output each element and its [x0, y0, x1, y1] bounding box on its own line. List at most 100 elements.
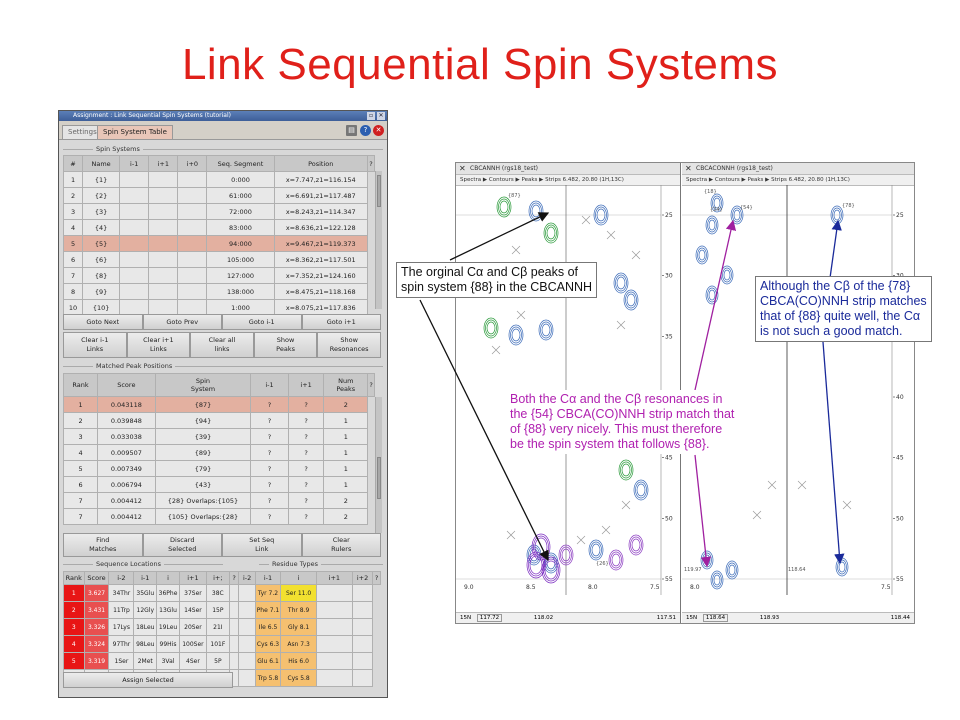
seq-col-header[interactable]: i+; — [205, 571, 230, 585]
table-cell — [177, 251, 208, 268]
y-tick-label: 55 — [665, 576, 673, 583]
seq-col-header[interactable]: i+2 — [351, 571, 374, 585]
match-col-header[interactable]: ? — [367, 373, 375, 397]
match-button[interactable]: Find Matches — [63, 533, 143, 557]
seq-col-header[interactable]: Rank — [63, 571, 85, 585]
spin-col-header[interactable]: i+0 — [177, 155, 208, 172]
contour-peak — [710, 193, 724, 213]
table-cell: 2 — [323, 396, 369, 413]
seq-col-header[interactable]: i+1 — [315, 571, 353, 585]
tab-spin-system-table[interactable]: Spin System Table — [97, 125, 173, 139]
spin-col-header[interactable]: Name — [82, 155, 121, 172]
match-table-scrollbar[interactable] — [375, 397, 382, 533]
match-button[interactable]: Discard Selected — [142, 533, 222, 557]
spin-col-header[interactable]: ? — [366, 155, 376, 172]
match-col-header[interactable]: Rank — [62, 373, 99, 397]
match-col-header[interactable]: Num Peaks — [323, 373, 369, 397]
close-icon[interactable]: ✕ — [685, 164, 692, 173]
table-cell: ? — [250, 444, 289, 461]
table-cell: 6 — [62, 476, 99, 493]
match-button[interactable]: Clear Rulers — [301, 533, 381, 557]
table-cell: {39} — [154, 428, 252, 445]
table-cell: 18Leu — [133, 618, 158, 636]
nav-button[interactable]: Goto i-1 — [222, 314, 302, 330]
nav-button[interactable]: Goto Next — [63, 314, 143, 330]
action-button[interactable]: Clear all links — [190, 332, 254, 358]
table-cell — [119, 187, 150, 204]
table-cell: 34Thr — [108, 584, 135, 602]
table-cell — [228, 635, 240, 653]
match-col-header[interactable]: Spin System — [154, 373, 252, 397]
seq-col-header[interactable]: i-2 — [238, 571, 256, 585]
seq-col-header[interactable]: i — [280, 571, 317, 585]
table-cell: 1 — [63, 584, 85, 602]
match-col-header[interactable]: Score — [97, 373, 156, 397]
minimize-icon[interactable]: ▫ — [367, 112, 375, 120]
spin-table-scrollbar[interactable] — [375, 171, 382, 309]
contour-peak — [543, 552, 559, 574]
cbcaconnh-menubar[interactable]: Spectra ▶ Contours ▶ Peaks ▶ Strips 6.48… — [682, 175, 914, 186]
cbcannh-menubar[interactable]: Spectra ▶ Contours ▶ Peaks ▶ Strips 6.48… — [456, 175, 680, 186]
seq-col-header[interactable]: i-2 — [108, 571, 135, 585]
close-icon[interactable]: ✕ — [459, 164, 466, 173]
seq-col-header[interactable]: i-1 — [254, 571, 282, 585]
action-button[interactable]: Show Resonances — [317, 332, 381, 358]
table-cell: {43} — [154, 476, 252, 493]
contour-peak — [558, 544, 574, 566]
button-label: Clear all links — [208, 336, 236, 353]
action-button[interactable]: Clear i+1 Links — [126, 332, 191, 358]
spin-col-header[interactable]: # — [62, 155, 84, 172]
table-cell: 8 — [62, 283, 84, 300]
action-button[interactable]: Clear i-1 Links — [63, 332, 127, 358]
table-cell: 3.627 — [83, 584, 110, 602]
contour-peak — [508, 324, 524, 346]
table-cell: 0.039848 — [97, 412, 156, 429]
match-col-header[interactable]: i-1 — [250, 373, 289, 397]
action-button[interactable]: Show Peaks — [253, 332, 318, 358]
match-col-header[interactable]: i+1 — [287, 373, 325, 397]
seq-col-header[interactable]: i — [156, 571, 180, 585]
help-icon[interactable]: ? — [360, 125, 371, 136]
spin-col-header[interactable]: Seq. Segment — [206, 155, 275, 172]
close-icon[interactable]: ✕ — [377, 112, 385, 120]
copy-icon[interactable]: ▤ — [346, 125, 357, 136]
close-tab-icon[interactable]: ✕ — [373, 125, 384, 136]
spin-col-header[interactable]: i+1 — [148, 155, 179, 172]
contour-peak — [588, 539, 604, 561]
spin-col-header[interactable]: i-1 — [119, 155, 150, 172]
assign-selected-button[interactable]: Assign Selected — [63, 672, 233, 688]
nav-button[interactable]: Goto Prev — [142, 314, 222, 330]
spin-col-header[interactable]: Position — [273, 155, 368, 172]
seq-col-header[interactable]: ? — [228, 571, 240, 585]
seq-col-header[interactable]: ? — [372, 571, 381, 585]
seq-col-header[interactable]: Score — [83, 571, 110, 585]
seq-col-header[interactable]: i+1 — [178, 571, 207, 585]
table-cell: 0.007349 — [97, 460, 156, 477]
nav-button[interactable]: Goto i+1 — [301, 314, 381, 330]
cbcannh-statusbar: 15N 117.72 118.02 117.51 — [456, 612, 680, 623]
match-button[interactable]: Set Seq Link — [222, 533, 302, 557]
seq-col-header[interactable]: i-1 — [133, 571, 158, 585]
